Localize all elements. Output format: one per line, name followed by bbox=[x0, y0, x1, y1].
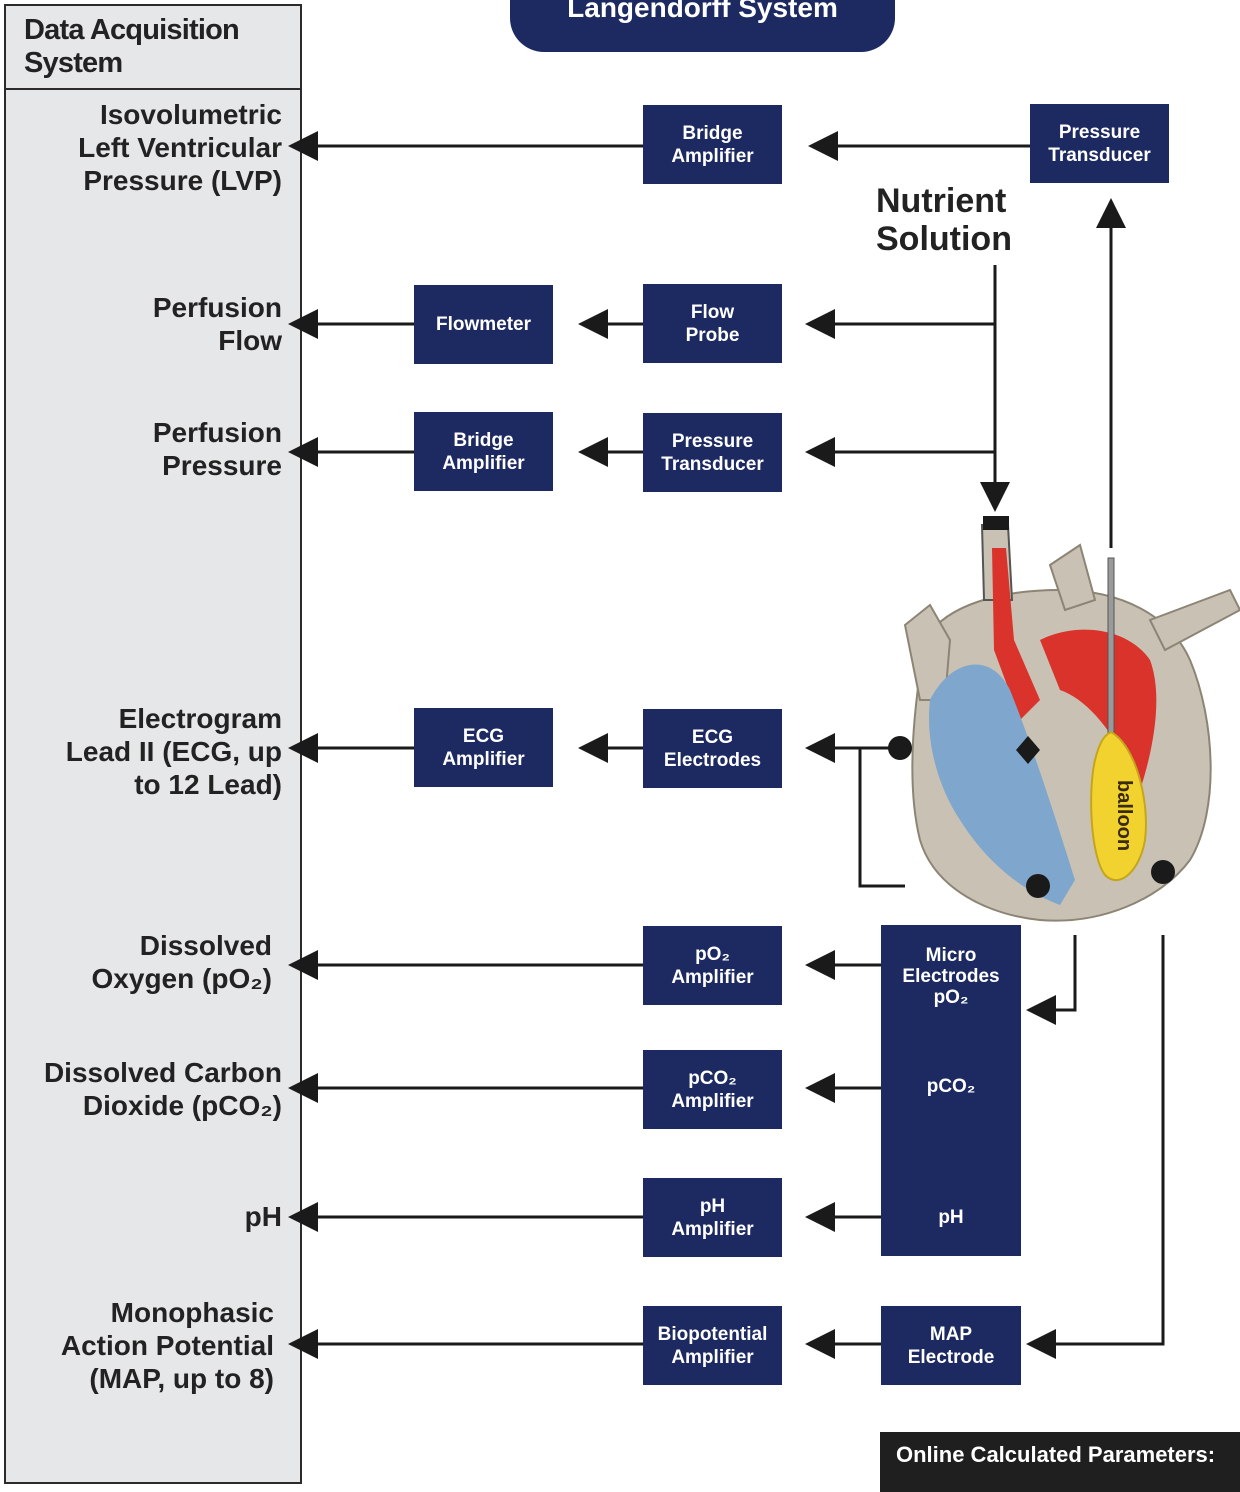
arrow-lvp bbox=[288, 131, 318, 161]
pco2-amplifier-label: pCO₂ Amplifier bbox=[671, 1067, 754, 1112]
system-title: Langendorff System bbox=[567, 0, 838, 23]
map-electrode-label: MAP Electrode bbox=[907, 1323, 995, 1368]
param-ph: pH bbox=[245, 1200, 282, 1233]
param-ecg-line3: to 12 Lead) bbox=[134, 769, 282, 800]
param-flow-line1: Perfusion bbox=[152, 292, 282, 323]
micro-electrodes-po2-label: Micro Electrodes pO₂ bbox=[902, 945, 1000, 1008]
param-pco2-line1: Dissolved Carbon bbox=[43, 1057, 282, 1088]
ecg-electrodes: ECG Electrodes bbox=[643, 709, 782, 788]
param-ecg: Electrogram Lead II (ECG, up to 12 Lead) bbox=[66, 702, 282, 801]
arrow-pressure bbox=[288, 437, 318, 467]
param-perfusion-flow: Perfusion Flow bbox=[153, 291, 282, 357]
map-electrode: MAP Electrode bbox=[881, 1306, 1021, 1385]
arrow-into-ecg-amp bbox=[578, 733, 608, 763]
param-pressure-line2: Pressure bbox=[162, 450, 282, 481]
ecg-contact-upper bbox=[888, 736, 912, 760]
param-lvp-line1: Isovolumetric bbox=[99, 99, 282, 130]
param-lvp: Isovolumetric Left Ventricular Pressure … bbox=[78, 98, 282, 197]
ecg-amplifier: ECG Amplifier bbox=[414, 708, 553, 787]
arrow-into-bio-amp bbox=[805, 1329, 835, 1359]
flowmeter: Flowmeter bbox=[414, 285, 553, 364]
param-flow-line2: Flow bbox=[218, 325, 282, 356]
arrow-into-pp-bridge bbox=[578, 437, 608, 467]
flow-probe: Flow Probe bbox=[643, 284, 782, 363]
perfusion-bridge-amplifier: Bridge Amplifier bbox=[414, 412, 553, 491]
perfusion-pressure-transducer-label: Pressure Transducer bbox=[661, 430, 764, 475]
arrow-into-flowmeter bbox=[578, 309, 608, 339]
perfusion-bridge-amplifier-label: Bridge Amplifier bbox=[442, 429, 525, 474]
param-ph-line1: pH bbox=[244, 1201, 282, 1232]
param-dissolved-oxygen: Dissolved Oxygen (pO₂) bbox=[92, 929, 272, 995]
param-po2-line2: Oxygen (pO₂) bbox=[91, 963, 272, 994]
online-calculated-parameters: Online Calculated Parameters: bbox=[880, 1432, 1240, 1492]
electrode-contacts bbox=[888, 736, 1175, 898]
lvp-pressure-transducer: Pressure Transducer bbox=[1030, 104, 1169, 183]
arrow-into-lvp-bridge bbox=[808, 131, 838, 161]
data-acquisition-header: Data Acquisition System bbox=[4, 4, 302, 90]
arrow-into-ph-amp bbox=[805, 1202, 835, 1232]
ecg-contact-lower bbox=[1026, 874, 1050, 898]
param-map: Monophasic Action Potential (MAP, up to … bbox=[61, 1296, 274, 1395]
po2-amplifier: pO₂ Amplifier bbox=[643, 926, 782, 1005]
po2-amplifier-label: pO₂ Amplifier bbox=[671, 943, 754, 988]
ecg-amplifier-label: ECG Amplifier bbox=[442, 725, 525, 770]
micro-electrodes-pco2-label: pCO₂ bbox=[926, 1076, 976, 1097]
micro-electrodes-ph-label: pH bbox=[938, 1207, 964, 1228]
micro-electrodes-block: Micro Electrodes pO₂ pCO₂ pH bbox=[881, 925, 1021, 1256]
param-map-line3: (MAP, up to 8) bbox=[89, 1363, 274, 1394]
arrow-pco2 bbox=[288, 1073, 318, 1103]
param-lvp-line3: Pressure (LVP) bbox=[83, 165, 282, 196]
arrow-into-lvp-transducer bbox=[1096, 198, 1126, 228]
arrow-po2 bbox=[288, 950, 318, 980]
param-pco2-line2: Dioxide (pCO₂) bbox=[82, 1090, 282, 1121]
biopotential-amplifier: Biopotential Amplifier bbox=[643, 1306, 782, 1385]
param-dissolved-co2: Dissolved Carbon Dioxide (pCO₂) bbox=[44, 1056, 282, 1122]
ph-amplifier: pH Amplifier bbox=[643, 1178, 782, 1257]
flowmeter-label: Flowmeter bbox=[435, 314, 532, 335]
param-po2-line1: Dissolved bbox=[139, 930, 272, 961]
arrow-ph bbox=[288, 1202, 318, 1232]
lvp-bridge-amplifier: Bridge Amplifier bbox=[643, 105, 782, 184]
data-acquisition-title: Data Acquisition System bbox=[24, 14, 240, 79]
perfusion-pressure-transducer: Pressure Transducer bbox=[643, 413, 782, 492]
arrow-into-pp-transducer bbox=[805, 437, 835, 467]
param-lvp-line2: Left Ventricular bbox=[78, 132, 282, 163]
param-map-line2: Action Potential bbox=[60, 1330, 274, 1361]
lvp-bridge-amplifier-label: Bridge Amplifier bbox=[671, 122, 754, 167]
arrow-into-micro-electrodes bbox=[1026, 995, 1056, 1025]
arrow-map bbox=[288, 1329, 318, 1359]
arrow-into-ecg-electrodes bbox=[805, 733, 835, 763]
param-ecg-line2: Lead II (ECG, up bbox=[65, 736, 282, 767]
lvp-pressure-transducer-label: Pressure Transducer bbox=[1048, 121, 1151, 166]
micro-electrode-tip bbox=[1016, 736, 1040, 764]
balloon-label: balloon bbox=[1113, 780, 1135, 851]
arrow-into-heart bbox=[980, 482, 1010, 512]
nutrient-solution-label: Nutrient Solution bbox=[876, 182, 1012, 258]
arrow-into-map-electrode bbox=[1026, 1329, 1056, 1359]
param-pressure-line1: Perfusion bbox=[152, 417, 282, 448]
biopotential-amplifier-label: Biopotential Amplifier bbox=[657, 1323, 768, 1368]
arrowheads bbox=[288, 131, 1126, 1359]
online-calculated-parameters-label: Online Calculated Parameters: bbox=[896, 1442, 1216, 1467]
arrow-ecg bbox=[288, 733, 318, 763]
arrow-flow bbox=[288, 309, 318, 339]
ecg-electrodes-label: ECG Electrodes bbox=[663, 726, 762, 771]
heart-illustration: balloon bbox=[903, 516, 1240, 935]
data-acquisition-panel bbox=[4, 4, 302, 1484]
arrow-into-po2-amp bbox=[805, 950, 835, 980]
flow-probe-label: Flow Probe bbox=[685, 301, 740, 346]
map-contact bbox=[1151, 860, 1175, 884]
line-heart-to-map-electrode bbox=[1054, 872, 1165, 1346]
system-title-banner: Langendorff System bbox=[510, 0, 895, 52]
param-perfusion-pressure: Perfusion Pressure bbox=[153, 416, 282, 482]
arrow-into-pco2-amp bbox=[805, 1073, 835, 1103]
param-ecg-line1: Electrogram bbox=[118, 703, 282, 734]
arrow-into-flow-probe bbox=[805, 309, 835, 339]
ph-amplifier-label: pH Amplifier bbox=[671, 1195, 754, 1240]
pco2-amplifier: pCO₂ Amplifier bbox=[643, 1050, 782, 1129]
param-map-line1: Monophasic bbox=[110, 1297, 274, 1328]
